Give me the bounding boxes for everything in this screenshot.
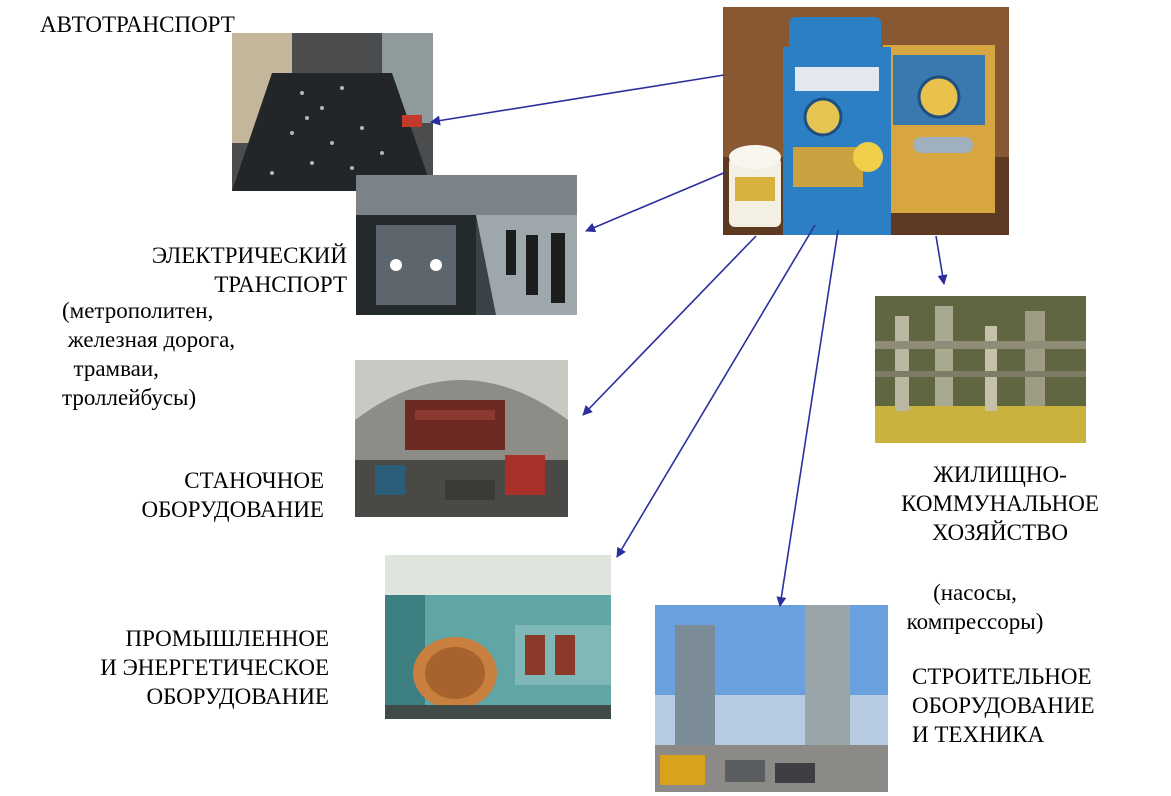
label-auto-transport: АВТОТРАНСПОРТ [40,12,235,37]
industrial-photo [385,555,611,719]
arrow-to-industrial [616,224,816,558]
label-housing-utilities-sub: (насосы, компрессоры) [906,580,1044,634]
label-machine-tools: СТАНОЧНОЕ ОБОРУДОВАНИЕ [141,468,324,522]
label-electric-transport: ЭЛЕКТРИЧЕСКИЙ ТРАНСПОРТ [60,212,347,299]
machine-tools-photo [355,360,568,517]
arrow-to-machine-tools [582,235,757,416]
label-construction: СТРОИТЕЛЬНОЕ ОБОРУДОВАНИЕ И ТЕХНИКА [912,664,1095,747]
arrow-to-construction [776,229,839,607]
auto-transport-photo [232,33,433,191]
arrow-to-auto [430,74,725,126]
housing-utilities-photo [875,296,1086,443]
product-photo [723,7,1009,235]
arrow-to-housing [935,235,948,285]
electric-transport-photo [356,175,577,315]
label-electric-transport-sub: (метрополитен, железная дорога, трамваи,… [62,298,236,410]
label-industrial: ПРОМЫШЛЕННОЕ И ЭНЕРГЕТИЧЕСКОЕ ОБОРУДОВАН… [100,626,329,709]
construction-photo [655,605,888,792]
arrow-to-electric [585,171,727,233]
label-housing-utilities: ЖИЛИЩНО- КОММУНАЛЬНОЕ ХОЗЯЙСТВО [901,462,1099,545]
label-electric-transport-title: ЭЛЕКТРИЧЕСКИЙ ТРАНСПОРТ [151,243,347,297]
